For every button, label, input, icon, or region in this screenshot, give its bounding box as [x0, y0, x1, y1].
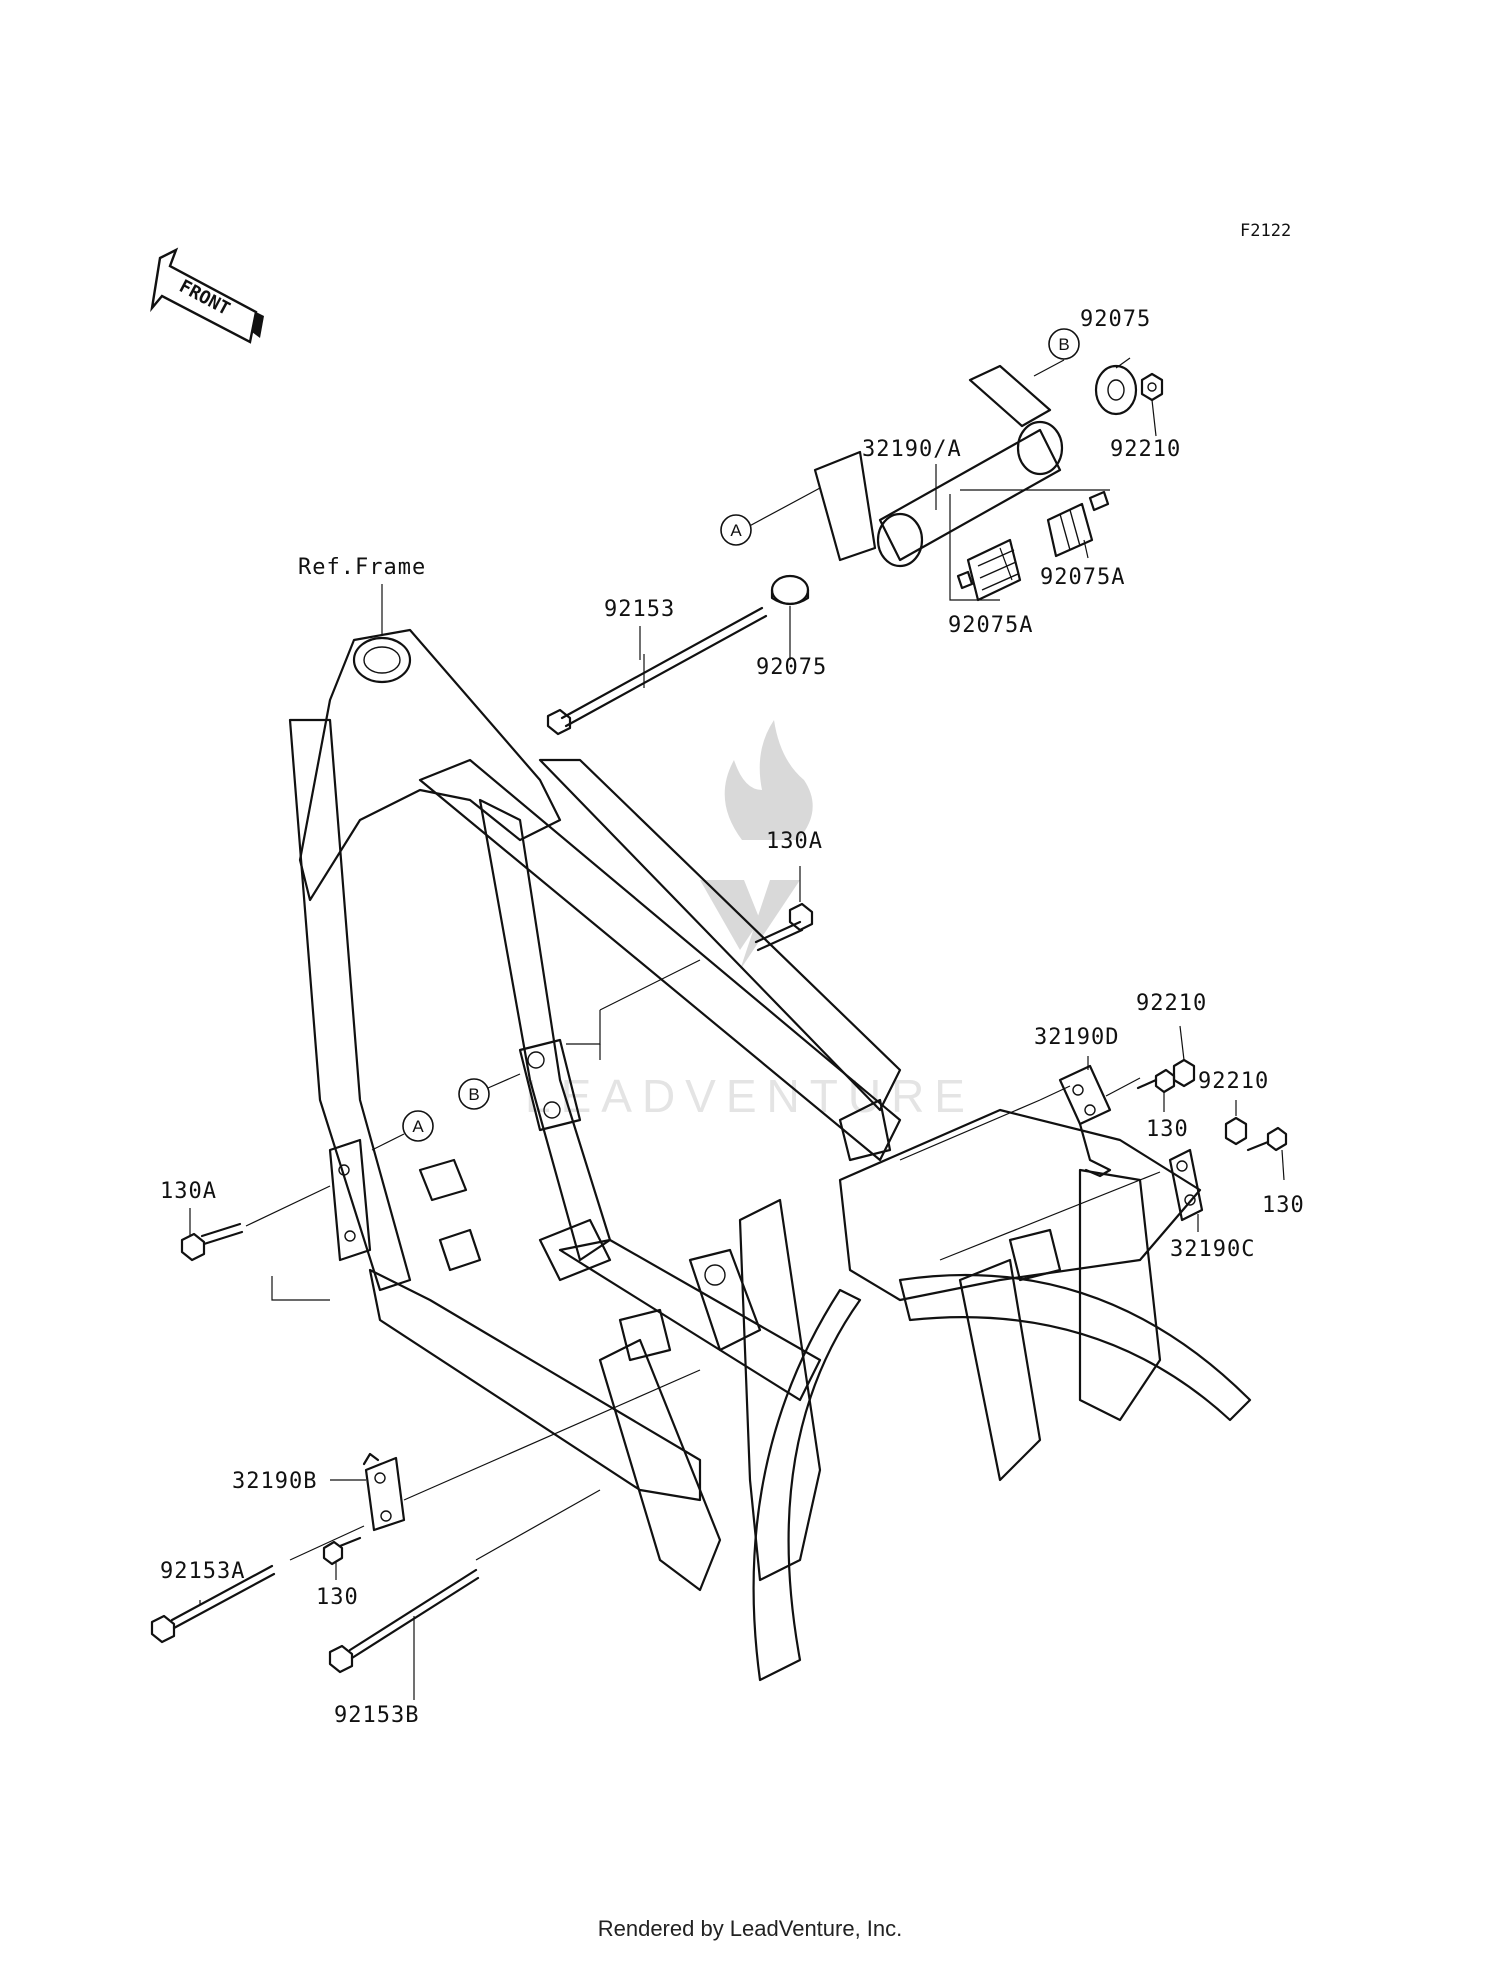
bolt-130a-top [754, 902, 814, 952]
label-130-mid: 130 [1146, 1117, 1189, 1142]
label-32190d: 32190D [1034, 1025, 1119, 1050]
nut-92210-top [1140, 372, 1164, 402]
front-arrow-icon: FRONT [150, 247, 264, 344]
nut-92210-mid [1172, 1058, 1196, 1088]
rubber-mount-92075a-right [1046, 490, 1110, 558]
label-130-right: 130 [1262, 1193, 1305, 1218]
label-92075-top: 92075 [1080, 307, 1151, 332]
svg-text:A: A [412, 1117, 424, 1136]
label-92210-top: 92210 [1110, 437, 1181, 462]
label-32190a: 32190/A [862, 437, 962, 462]
bolt-130-mid [1136, 1068, 1176, 1094]
bolt-130-bottom [322, 1536, 362, 1566]
callout-a-top: A [720, 514, 752, 546]
watermark-logo: LEADVENTURE [525, 720, 975, 1122]
label-92075a-mid: 92075A [948, 613, 1033, 638]
bolt-130-right [1246, 1126, 1288, 1152]
engine-mount-bracket-32190a [813, 364, 1064, 568]
label-130-bottom: 130 [316, 1585, 359, 1610]
label-92210-right: 92210 [1198, 1069, 1269, 1094]
label-130a-left: 130A [160, 1179, 217, 1204]
svg-text:B: B [468, 1085, 479, 1104]
bracket-32190b [362, 1452, 406, 1532]
washer-92075-top [1094, 364, 1138, 416]
watermark-text: LEADVENTURE [525, 1070, 975, 1122]
label-92075-low: 92075 [756, 655, 827, 680]
callout-b-top: B [1048, 328, 1080, 360]
diagram-code: F2122 [1240, 221, 1291, 241]
footer-credit: Rendered by LeadVenture, Inc. [597, 1916, 903, 1941]
bolt-92153a [150, 1564, 276, 1644]
rubber-mount-92075a-mid [956, 538, 1022, 602]
label-92153b: 92153B [334, 1703, 419, 1728]
label-130a-top: 130A [766, 829, 823, 854]
bolt-92153b [328, 1568, 480, 1674]
label-92075a-right: 92075A [1040, 565, 1125, 590]
label-92210-mid: 92210 [1136, 991, 1207, 1016]
frame-main [288, 628, 1252, 1682]
nut-92210-right [1224, 1116, 1248, 1146]
bracket-32190c [1168, 1148, 1204, 1222]
label-ref-frame: Ref.Frame [298, 555, 426, 580]
svg-text:B: B [1058, 335, 1069, 354]
callout-a-frame: A [371, 1110, 434, 1151]
callout-b-frame: B [458, 1073, 521, 1110]
bolt-130a-left [180, 1222, 244, 1262]
label-92153a: 92153A [160, 1559, 245, 1584]
bolt-92153 [546, 606, 768, 736]
washer-92075-low [770, 574, 810, 606]
bracket-32190d [1058, 1064, 1112, 1178]
svg-text:A: A [730, 521, 742, 540]
label-32190c: 32190C [1170, 1237, 1255, 1262]
label-32190b: 32190B [232, 1469, 317, 1494]
label-92153: 92153 [604, 597, 675, 622]
